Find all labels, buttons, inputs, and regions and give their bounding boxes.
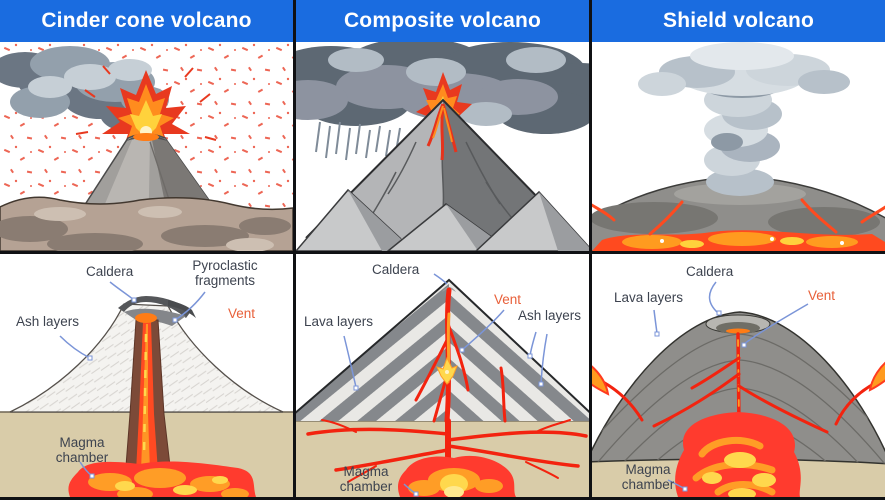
caldera-notch (442, 287, 456, 292)
cinder-cone-eruption-illustration (0, 42, 293, 251)
column-title-composite: Composite volcano (296, 0, 589, 42)
leader-lines (343, 273, 548, 495)
row-divider (296, 251, 589, 254)
shield-eruption-art (592, 42, 885, 251)
cinder-cone-cross-section-art (0, 254, 293, 497)
label-caldera: Caldera (372, 262, 420, 277)
magma-chamber (675, 412, 801, 497)
column-title-shield: Shield volcano (592, 0, 885, 42)
row-divider (592, 251, 885, 254)
label-ash-layers: Ash layers (518, 308, 582, 323)
leader-endpoints (87, 297, 178, 479)
label-pyroclastic-fragments: Pyroclastic fragments (192, 258, 258, 289)
vent-conduit (125, 313, 171, 472)
label-magma-chamber: Magma chamber (621, 462, 675, 493)
magma-veins (306, 418, 588, 483)
label-lava-layers: Lava layers (614, 290, 684, 305)
label-lava-layers: Lava layers (304, 314, 374, 329)
composite-eruption-illustration (296, 42, 589, 251)
column-cinder-cone: Cinder cone volcano (0, 0, 293, 497)
composite-cross-section-art (296, 254, 589, 497)
steam-plume (638, 42, 850, 196)
row-divider (0, 251, 293, 254)
column-shield: Shield volcano (592, 0, 885, 497)
leader-endpoints (353, 347, 544, 497)
magma-chamber (398, 455, 516, 497)
composite-eruption-art (296, 42, 589, 251)
column-composite: Composite volcano (296, 0, 589, 497)
label-vent: Vent (494, 292, 522, 307)
vent-lava-veins (592, 332, 885, 434)
caldera-depression (705, 314, 771, 334)
vent-lava-veins (414, 287, 507, 424)
label-magma-chamber: Magma chamber (55, 435, 109, 466)
label-caldera: Caldera (86, 264, 134, 279)
label-ash-layers: Ash layers (16, 314, 80, 329)
label-magma-chamber: Magma chamber (339, 464, 393, 495)
label-caldera: Caldera (686, 264, 734, 279)
composite-cross-section: Caldera Vent Lava layers Ash layers Magm… (296, 254, 589, 497)
lava-flows (592, 198, 885, 251)
shield-eruption-illustration (592, 42, 885, 251)
column-title-cinder-cone: Cinder cone volcano (0, 0, 293, 42)
label-vent: Vent (808, 288, 836, 303)
label-vent: Vent (228, 306, 256, 321)
shield-dome (592, 175, 885, 251)
cinder-cone-cross-section: Caldera Pyroclastic fragments Ash layers… (0, 254, 293, 497)
magma-chamber (68, 461, 256, 497)
foreground-terrain (0, 196, 293, 251)
shield-cross-section: Caldera Lava layers Vent Magma chamber (592, 254, 885, 497)
leader-endpoints (654, 310, 747, 492)
cinder-cone-eruption-art (0, 42, 293, 251)
foothills (296, 188, 589, 251)
shield-cross-section-art (592, 254, 885, 497)
